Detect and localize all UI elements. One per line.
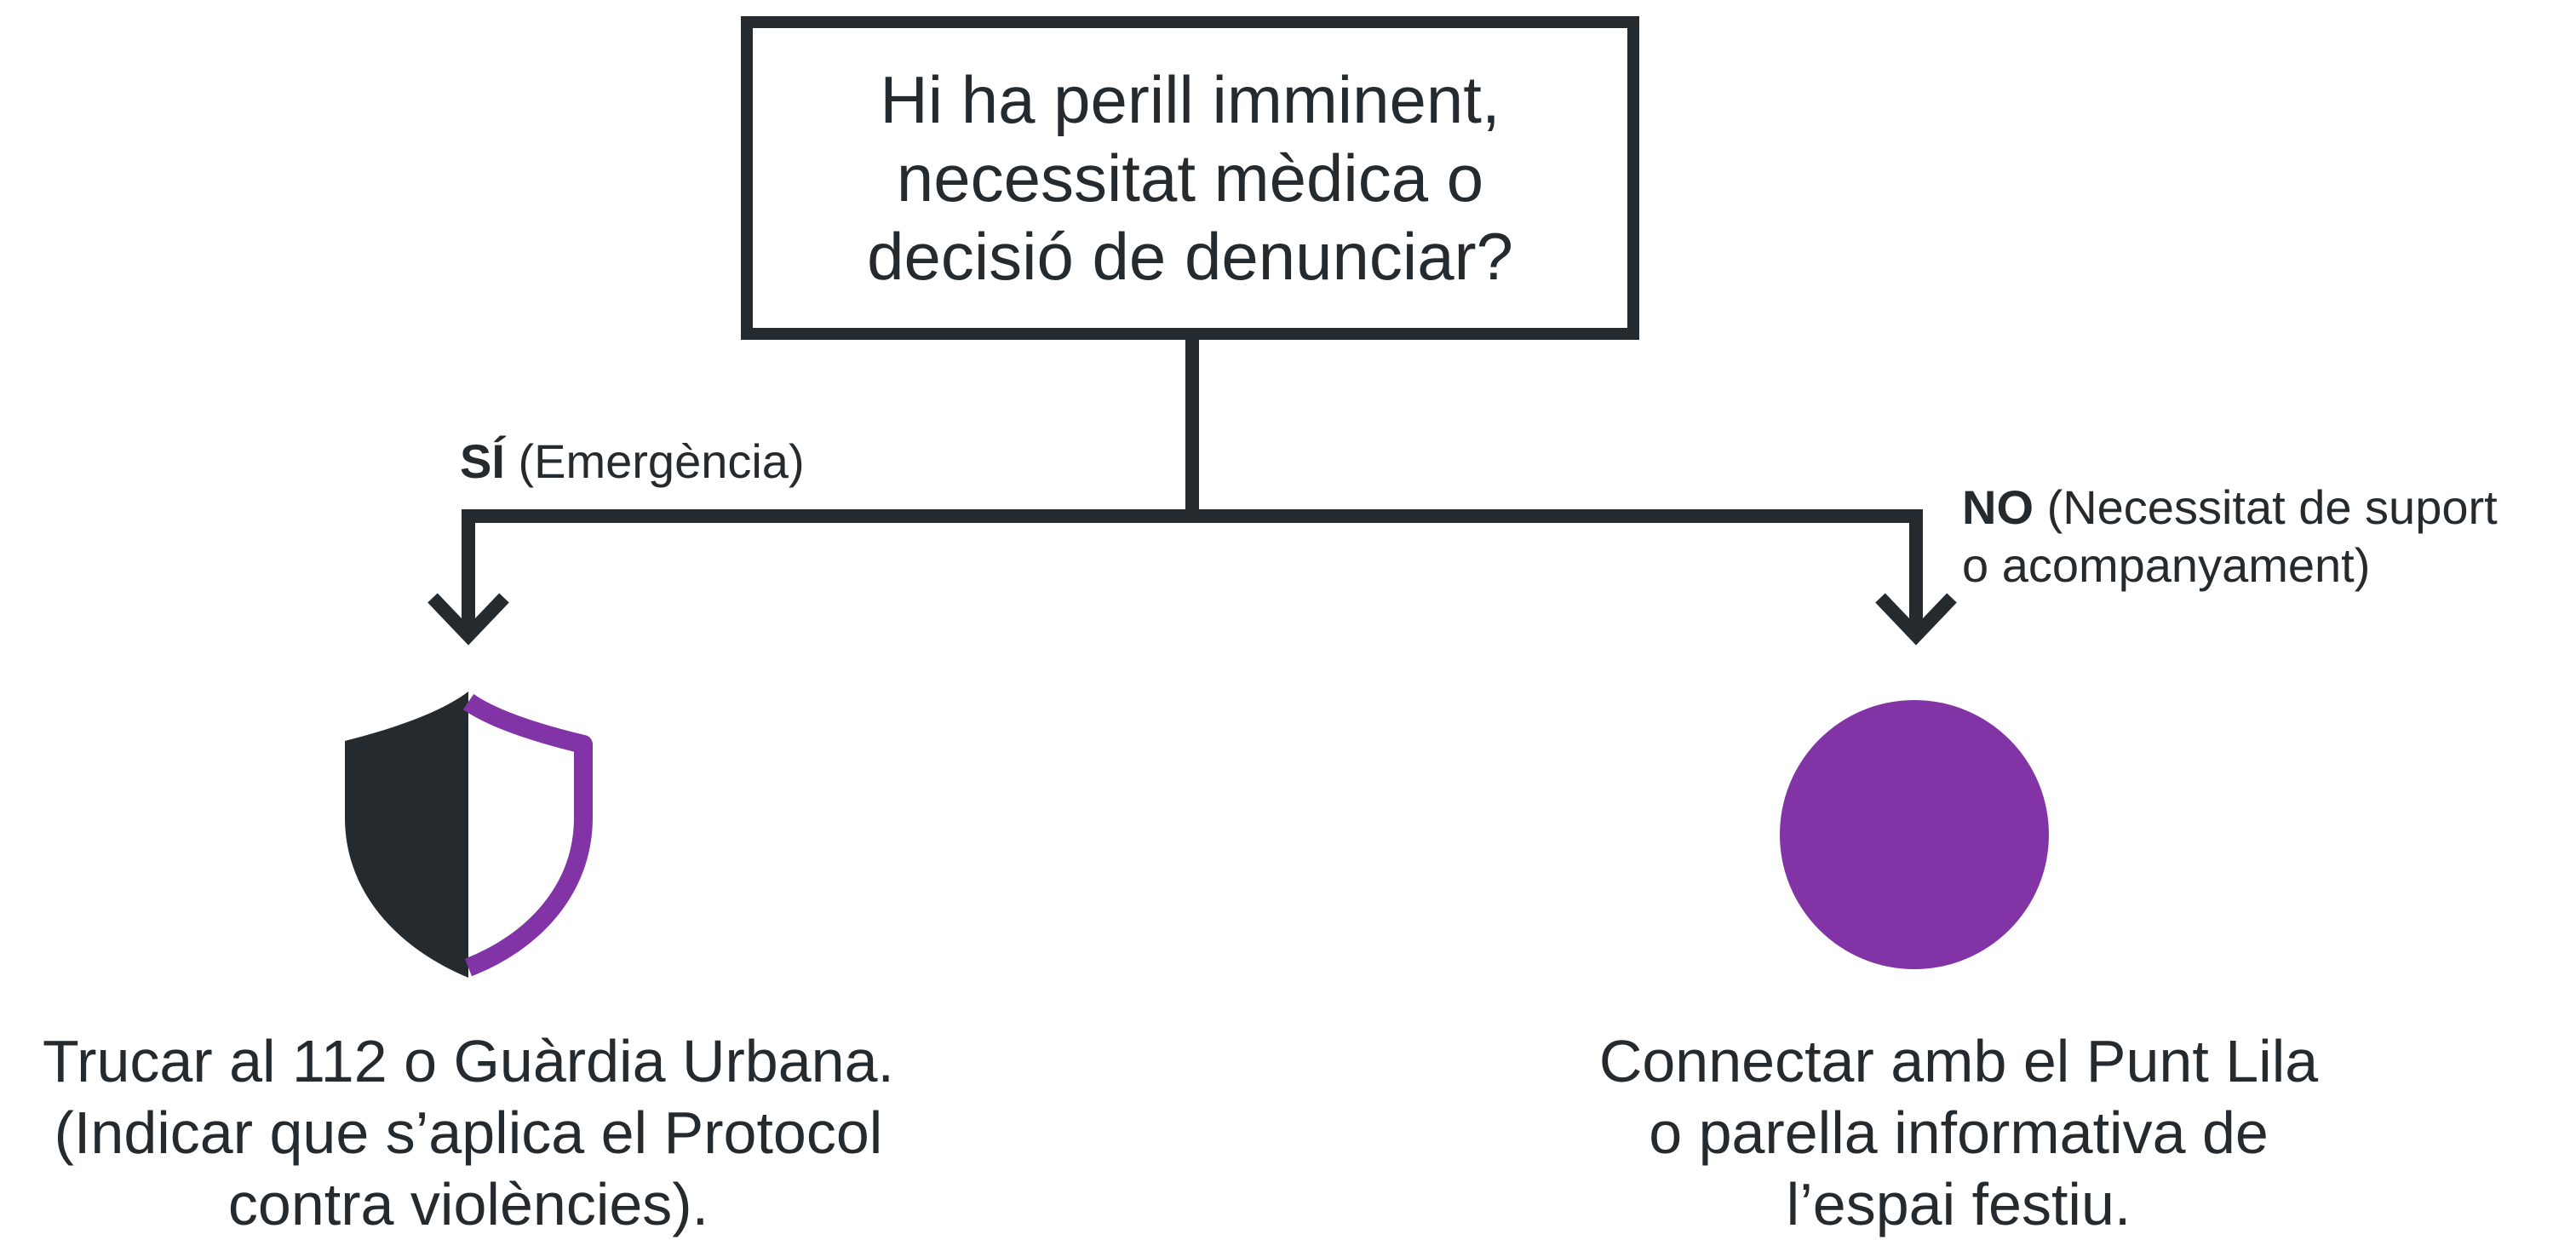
branch-detail-no-line1: (Necessitat de suport [2046,480,2498,534]
shield-left-half [345,692,468,978]
outcome-line: Connectar amb el Punt Lila [1598,1028,2319,1094]
outcome-text-no: Connectar amb el Punt Lila o parella inf… [1490,1025,2427,1240]
shield-icon [345,692,593,978]
circle-icon [1780,700,2049,969]
outcome-text-yes: Trucar al 112 o Guàrdia Urbana. (Indicar… [0,1025,937,1240]
branch-detail-no-line2: o acompanyament) [1962,538,2371,592]
outcome-line: o parella informativa de [1649,1099,2269,1166]
outcome-line: l’espai festiu. [1786,1171,2131,1237]
outcome-line: contra violències). [227,1171,709,1237]
outcome-line: Trucar al 112 o Guàrdia Urbana. [43,1028,894,1094]
question-box: Hi ha perill imminent, necessitat mèdica… [741,16,1639,340]
branch-label-no: NO (Necessitat de suport o acompanyament… [1962,479,2498,594]
branch-line-yes [462,509,1192,632]
branch-label-yes: SÍ (Emergència) [460,433,805,491]
branch-detail-yes: (Emergència) [518,434,805,488]
branch-line-no [1192,509,1923,632]
question-text: Hi ha perill imminent, necessitat mèdica… [753,60,1627,296]
question-line: necessitat mèdica o [896,141,1484,215]
arrowhead-yes [427,593,509,646]
outcome-line: (Indicar que s’aplica el Protocol [54,1099,883,1166]
branch-answer-no: NO [1962,480,2034,534]
arrowhead-no [1875,593,1957,646]
question-line: Hi ha perill imminent, [880,62,1500,137]
branch-answer-yes: SÍ [460,434,505,488]
shield-right-outline [462,693,593,977]
question-line: decisió de denunciar? [867,219,1513,294]
